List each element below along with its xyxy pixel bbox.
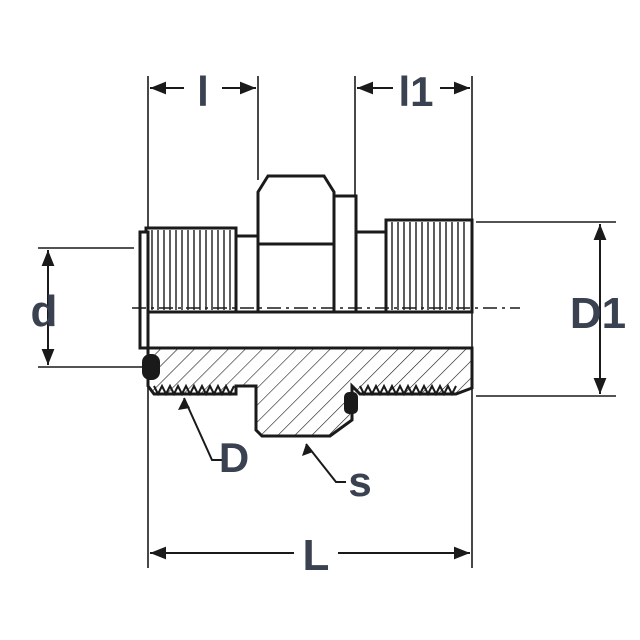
label-l: l <box>197 68 209 115</box>
label-s: s <box>348 458 371 505</box>
leader-lines <box>178 397 346 483</box>
o-ring-seal-left <box>142 354 160 380</box>
label-l1: l1 <box>398 68 433 115</box>
label-d: d <box>31 287 58 336</box>
fitting-upper-view <box>138 174 474 350</box>
label-D1: D1 <box>570 289 626 338</box>
label-D: D <box>219 434 249 481</box>
label-L: L <box>303 531 330 580</box>
o-ring-seal-collar <box>344 392 358 414</box>
fitting-section-view <box>142 346 474 438</box>
extension-lines <box>38 76 616 568</box>
